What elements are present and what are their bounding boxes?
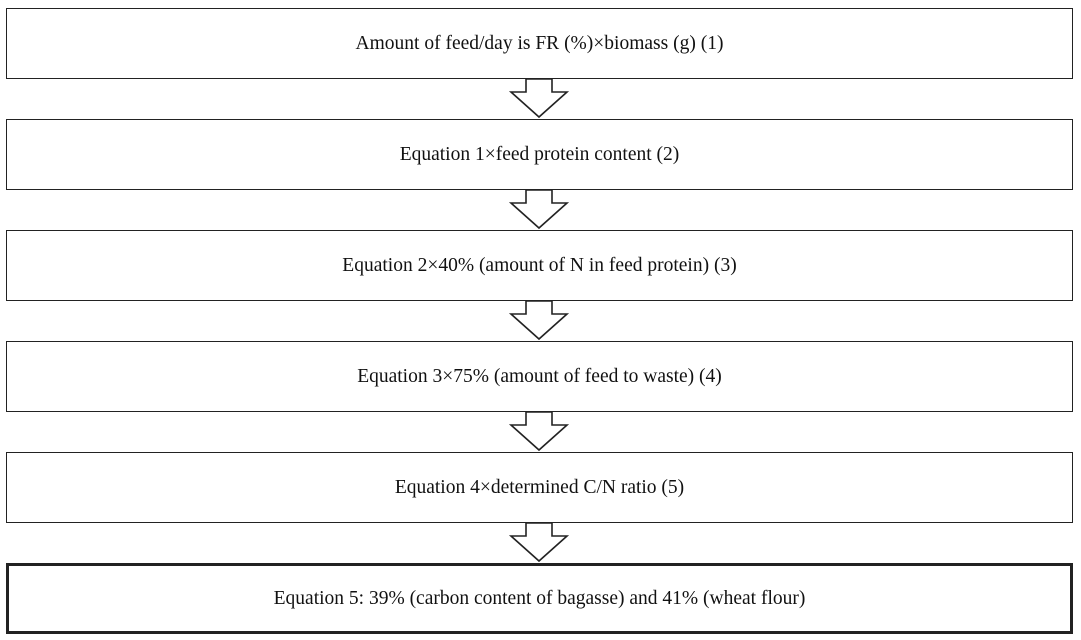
flow-step-5: Equation 4×determined C/N ratio (5): [6, 452, 1073, 523]
flow-step-label: Equation 2×40% (amount of N in feed prot…: [342, 254, 737, 276]
flow-step-label: Equation 3×75% (amount of feed to waste)…: [357, 365, 722, 387]
down-arrow-icon: [508, 522, 570, 563]
flow-step-label: Equation 5: 39% (carbon content of bagas…: [273, 587, 806, 609]
flow-step-4: Equation 3×75% (amount of feed to waste)…: [6, 341, 1073, 412]
down-arrow-icon: [508, 78, 570, 119]
flow-step-6: Equation 5: 39% (carbon content of bagas…: [6, 563, 1073, 634]
down-arrow-icon: [508, 189, 570, 230]
flow-step-2: Equation 1×feed protein content (2): [6, 119, 1073, 190]
flow-step-1: Amount of feed/day is FR (%)×biomass (g)…: [6, 8, 1073, 79]
flow-step-label: Equation 1×feed protein content (2): [399, 143, 680, 165]
flow-step-3: Equation 2×40% (amount of N in feed prot…: [6, 230, 1073, 301]
flow-step-label: Equation 4×determined C/N ratio (5): [394, 476, 685, 498]
down-arrow-icon: [508, 411, 570, 452]
down-arrow-icon: [508, 300, 570, 341]
flow-step-label: Amount of feed/day is FR (%)×biomass (g)…: [355, 32, 724, 54]
